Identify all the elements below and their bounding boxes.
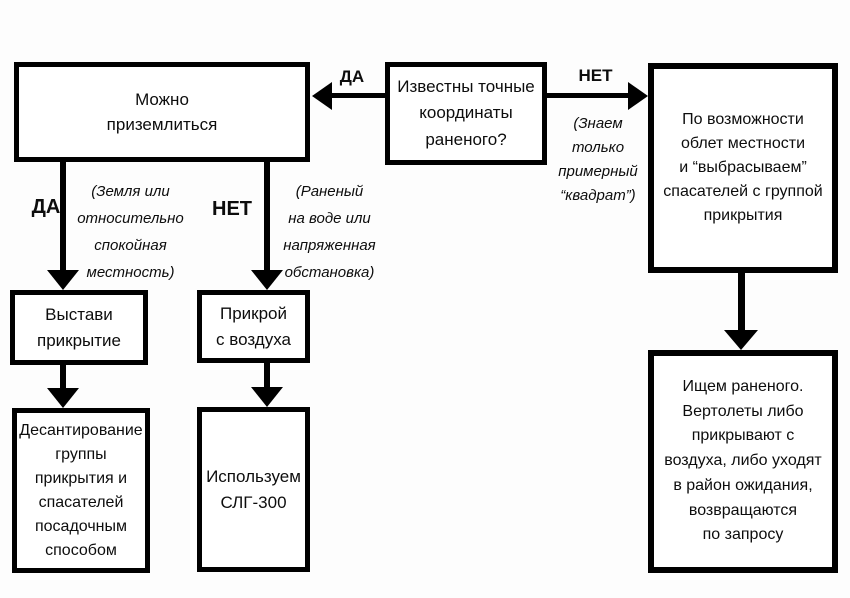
node-can-land: Можно приземлиться xyxy=(14,62,310,162)
connector-coords-yes xyxy=(330,93,385,98)
node-search-wounded: Ищем раненого. Вертолеты либо прикрывают… xyxy=(648,350,838,573)
edge-label-coords-yes: ДА xyxy=(339,67,365,86)
node-landing-party: Десантирование группы прикрытия и спасат… xyxy=(12,408,150,573)
arrowhead-down-icon xyxy=(47,388,79,408)
arrowhead-down-icon xyxy=(251,270,283,290)
edge-label-land-no: НЕТ xyxy=(212,198,252,220)
node-cover-from-air: Прикрой с воздуха xyxy=(197,290,310,363)
edge-label-land-yes: ДА xyxy=(31,196,61,218)
arrowhead-down-icon xyxy=(47,270,79,290)
arrowhead-down-icon xyxy=(724,330,758,350)
connector-setcover-landing xyxy=(60,365,66,390)
connector-coords-no xyxy=(547,93,628,98)
note-coords-no: (Знаем только примерный “квадрат”) xyxy=(558,115,638,204)
arrowhead-left-icon xyxy=(312,82,332,110)
connector-flyover-search xyxy=(738,273,745,332)
arrowhead-down-icon xyxy=(251,387,283,407)
node-coords-question: Известны точные координаты раненого? xyxy=(385,62,547,165)
note-land-yes: (Земля или относительно спокойная местно… xyxy=(77,183,184,281)
edge-label-coords-no: НЕТ xyxy=(578,66,613,85)
node-use-slg: Используем СЛГ-300 xyxy=(197,407,310,572)
note-land-no: (Раненый на воде или напряженная обстано… xyxy=(283,183,376,281)
connector-land-yes xyxy=(60,162,66,272)
node-set-cover: Выстави прикрытие xyxy=(10,290,148,365)
connector-coverair-slg xyxy=(264,363,270,389)
arrowhead-right-icon xyxy=(628,82,648,110)
node-flyover-drop: По возможности облет местности и “выбрас… xyxy=(648,63,838,273)
connector-land-no xyxy=(264,162,270,272)
